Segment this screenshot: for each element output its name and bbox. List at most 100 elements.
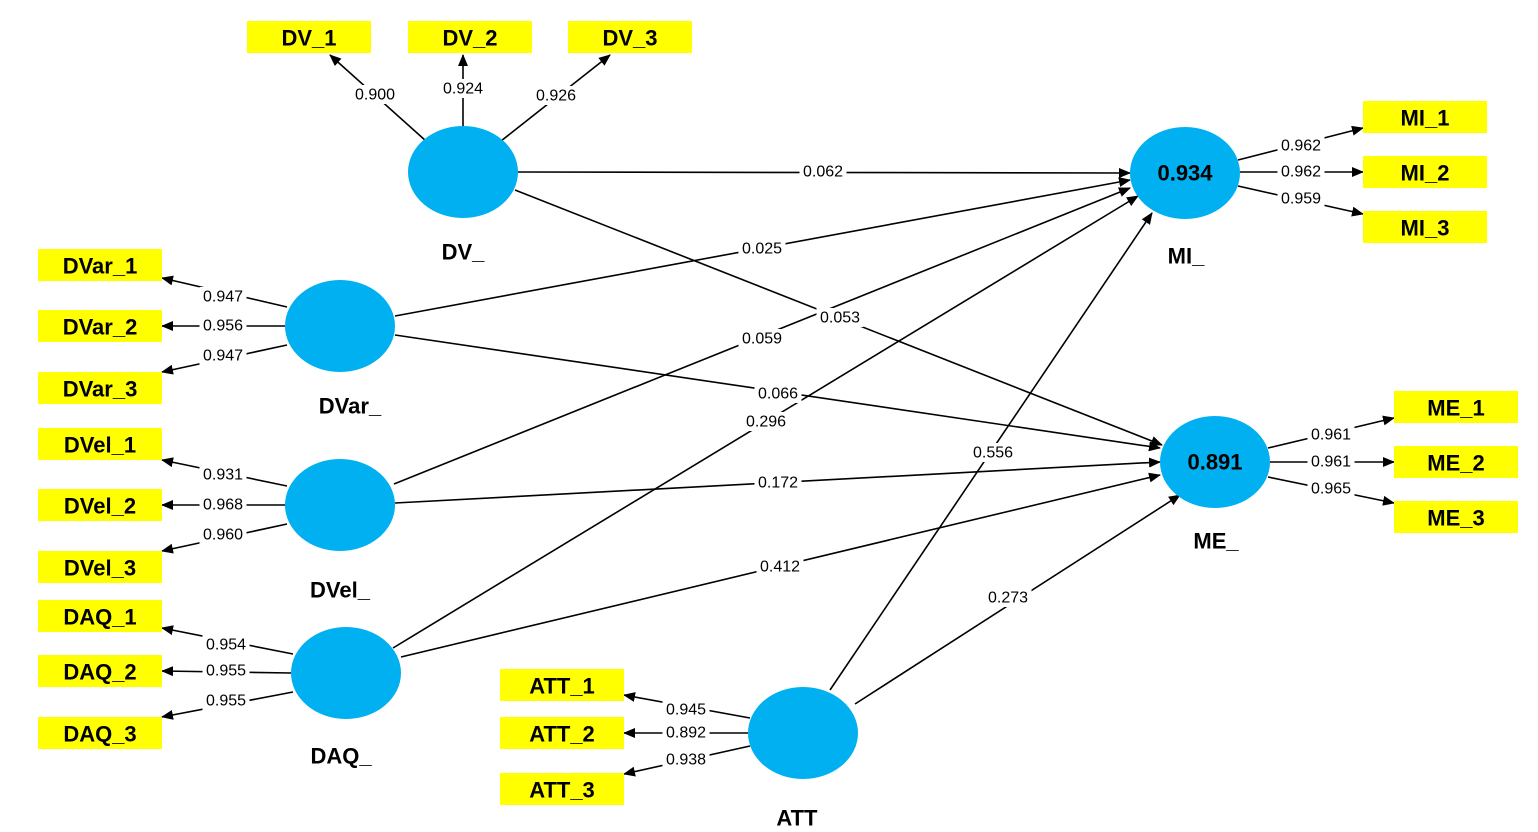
loading-value-ME_1-bg (1307, 425, 1355, 444)
latent-label-DVel: DVel_ (310, 578, 371, 603)
loading-value-ME_3-bg (1307, 479, 1355, 498)
path-coefficient-DV-to-ME: 0.053 (820, 310, 860, 327)
indicator-label-DV_3: DV_3 (602, 26, 657, 51)
latent-label-ATT: ATT_ (776, 806, 830, 828)
latent-node-ATT (748, 687, 858, 779)
indicator-box-ME_3 (1394, 501, 1518, 533)
indicator-box-MI_3 (1363, 211, 1487, 243)
indicator-box-MI_2 (1363, 156, 1487, 188)
loading-value-ATT_1: 0.945 (666, 702, 706, 719)
indicator-label-ATT_3: ATT_3 (529, 778, 595, 803)
path-coefficient-DVel-to-MI: 0.059 (742, 331, 782, 348)
indicator-label-MI_1: MI_1 (1401, 106, 1450, 131)
loading-value-MI_2-bg (1277, 162, 1325, 181)
indicator-label-ATT_1: ATT_1 (529, 674, 595, 699)
indicator-box-MI_1 (1363, 101, 1487, 133)
indicator-box-ATT_2 (500, 717, 624, 749)
loading-value-DAQ_3-bg (202, 691, 250, 710)
loading-value-DV_2-bg (439, 79, 487, 98)
indicator-label-DAQ_2: DAQ_2 (63, 660, 136, 685)
path-coefficient-ATT-to-MI-bg (969, 443, 1017, 462)
path-coefficient-DVar-to-ME: 0.066 (758, 386, 798, 403)
path-coefficient-DV-to-MI-bg (799, 162, 847, 181)
loading-value-ATT_3: 0.938 (666, 752, 706, 769)
r-squared-ME: 0.891 (1187, 450, 1242, 475)
latent-node-DVar (285, 280, 395, 372)
loading-value-DAQ_1-bg (202, 635, 250, 654)
indicator-box-DV_2 (408, 21, 532, 53)
loading-value-DVar_3-bg (199, 346, 247, 365)
loading-value-DAQ_3: 0.955 (206, 693, 246, 710)
path-coefficient-ATT-to-MI: 0.556 (973, 445, 1013, 462)
indicator-box-DAQ_3 (38, 717, 162, 749)
loading-value-DVar_2: 0.956 (203, 318, 243, 335)
latent-label-ME: ME_ (1193, 529, 1239, 554)
loading-value-DVar_1: 0.947 (203, 289, 243, 306)
indicator-label-ME_1: ME_1 (1427, 396, 1484, 421)
path-coefficient-DVel-to-MI-bg (738, 329, 786, 348)
loading-value-DVel_1: 0.931 (203, 467, 243, 484)
latent-label-DAQ: DAQ_ (310, 744, 372, 769)
loading-value-DVel_3: 0.960 (203, 527, 243, 544)
indicator-box-DVar_1 (38, 249, 162, 281)
indicator-label-DVar_3: DVar_3 (63, 377, 138, 402)
latent-node-ME (1160, 416, 1270, 508)
loading-value-ME_2-bg (1307, 452, 1355, 471)
indicator-label-DAQ_3: DAQ_3 (63, 722, 136, 747)
loading-value-DVar_2-bg (199, 316, 247, 335)
loading-value-MI_3: 0.959 (1281, 191, 1321, 208)
path-coefficient-DVel-to-ME: 0.172 (758, 475, 798, 492)
path-coefficient-DV-to-MI: 0.062 (803, 164, 843, 181)
latent-node-DV (408, 126, 518, 218)
loading-value-ME_3: 0.965 (1311, 481, 1351, 498)
path-coefficient-DVel-to-ME-bg (754, 473, 802, 492)
loading-value-ATT_2-bg (662, 723, 710, 742)
loading-value-DV_3-bg (532, 86, 580, 105)
indicator-label-DVar_2: DVar_2 (63, 315, 138, 340)
loading-value-DV_1: 0.900 (355, 87, 395, 104)
indicator-box-DVel_3 (38, 551, 162, 583)
loading-value-ATT_3-bg (662, 750, 710, 769)
loading-value-DV_1-bg (351, 85, 399, 104)
indicator-box-DV_1 (247, 21, 371, 53)
path-coefficient-DAQ-to-ME-bg (756, 557, 804, 576)
indicator-label-ATT_2: ATT_2 (529, 722, 595, 747)
indicator-box-DAQ_1 (38, 600, 162, 632)
path-coefficient-DV-to-ME-bg (816, 308, 864, 327)
indicator-label-MI_2: MI_2 (1401, 161, 1450, 186)
indicator-box-ATT_1 (500, 669, 624, 701)
latent-node-DVel (285, 459, 395, 551)
indicator-box-ATT_3 (500, 773, 624, 805)
indicator-label-DAQ_1: DAQ_1 (63, 605, 136, 630)
loading-value-MI_1: 0.962 (1281, 138, 1321, 155)
path-coefficient-ATT-to-ME: 0.273 (988, 590, 1028, 607)
indicator-label-ME_2: ME_2 (1427, 451, 1484, 476)
loading-value-DVel_3-bg (199, 525, 247, 544)
loading-value-ME_2: 0.961 (1311, 454, 1351, 471)
labels-layer: 0.0620.0530.0250.0660.0590.1720.2960.412… (199, 79, 1355, 769)
latent-node-MI (1130, 127, 1240, 219)
latent-label-DV: DV_ (442, 240, 486, 265)
indicator-box-DVar_3 (38, 372, 162, 404)
indicator-box-ME_2 (1394, 446, 1518, 478)
indicator-label-DV_1: DV_1 (281, 26, 336, 51)
latent-label-DVar: DVar_ (319, 394, 382, 419)
latent-label-MI: MI_ (1168, 244, 1205, 269)
indicator-label-DV_2: DV_2 (442, 26, 497, 51)
path-coefficient-DAQ-to-ME: 0.412 (760, 559, 800, 576)
loading-value-DV_3: 0.926 (536, 88, 576, 105)
indicator-label-DVel_2: DVel_2 (64, 494, 136, 519)
loading-value-DAQ_2-bg (202, 661, 250, 680)
indicator-label-DVel_3: DVel_3 (64, 556, 136, 581)
loading-value-MI_2: 0.962 (1281, 164, 1321, 181)
loading-value-DVel_2-bg (199, 495, 247, 514)
path-coefficient-DVar-to-MI: 0.025 (742, 241, 782, 258)
loading-value-DVel_1-bg (199, 465, 247, 484)
latent-node-DAQ (291, 627, 401, 719)
r-squared-MI: 0.934 (1157, 161, 1213, 186)
indicator-box-ME_1 (1394, 391, 1518, 423)
loading-value-DAQ_2: 0.955 (206, 663, 246, 680)
